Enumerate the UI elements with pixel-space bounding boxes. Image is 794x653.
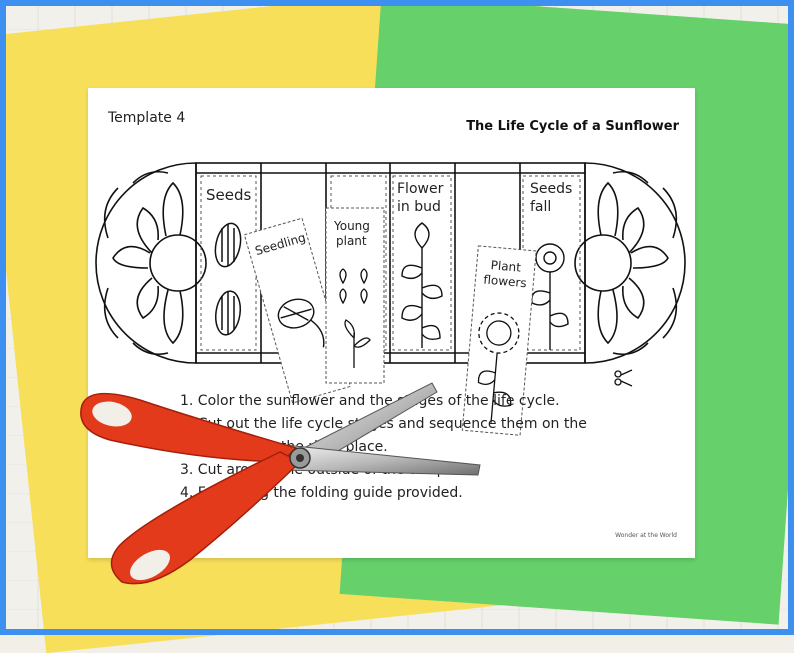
stage-flower-in-bud-line2: in bud xyxy=(397,199,441,215)
card-seedling[interactable]: Seedling xyxy=(243,217,351,404)
template-label: Template 4 xyxy=(108,110,186,126)
bud-plant-icon xyxy=(401,222,443,348)
credit-text: Wonder at the World xyxy=(615,532,677,539)
stage-seeds-fall-line1: Seeds xyxy=(530,181,572,197)
scissors-icon xyxy=(80,382,481,585)
card-young-plant-line1: Young xyxy=(333,219,370,233)
instruction-1: 1. Color the sunflower and the stages of… xyxy=(180,393,560,409)
svg-text:Flower in bud: Flower in bud xyxy=(397,181,448,215)
sprout-icon xyxy=(339,268,371,368)
card-young-plant[interactable]: Young plant xyxy=(325,207,385,384)
cut-line-scissors-icon xyxy=(614,369,633,387)
stage-seeds-fall-line2: fall xyxy=(530,199,551,215)
card-plant-flowers[interactable]: Plant flowers xyxy=(461,245,537,436)
life-cycle-template: Seeds Flower in bud Seeds fall xyxy=(95,162,686,436)
stage-flower-in-bud-line1: Flower xyxy=(397,181,444,197)
svg-text:Young plant: Young plant xyxy=(333,219,374,248)
svg-text:Plant flowers: Plant flowers xyxy=(483,258,529,291)
sheet-title: The Life Cycle of a Sunflower xyxy=(466,119,679,134)
stage-seeds-label: Seeds xyxy=(206,186,252,204)
card-plant-flowers-line1: Plant xyxy=(490,258,522,275)
card-young-plant-line2: plant xyxy=(336,234,367,248)
svg-text:Seeds fall: Seeds fall xyxy=(530,181,577,215)
seedling-icon xyxy=(277,298,325,348)
card-plant-flowers-line2: flowers xyxy=(483,273,527,291)
seed-icon xyxy=(214,222,242,336)
